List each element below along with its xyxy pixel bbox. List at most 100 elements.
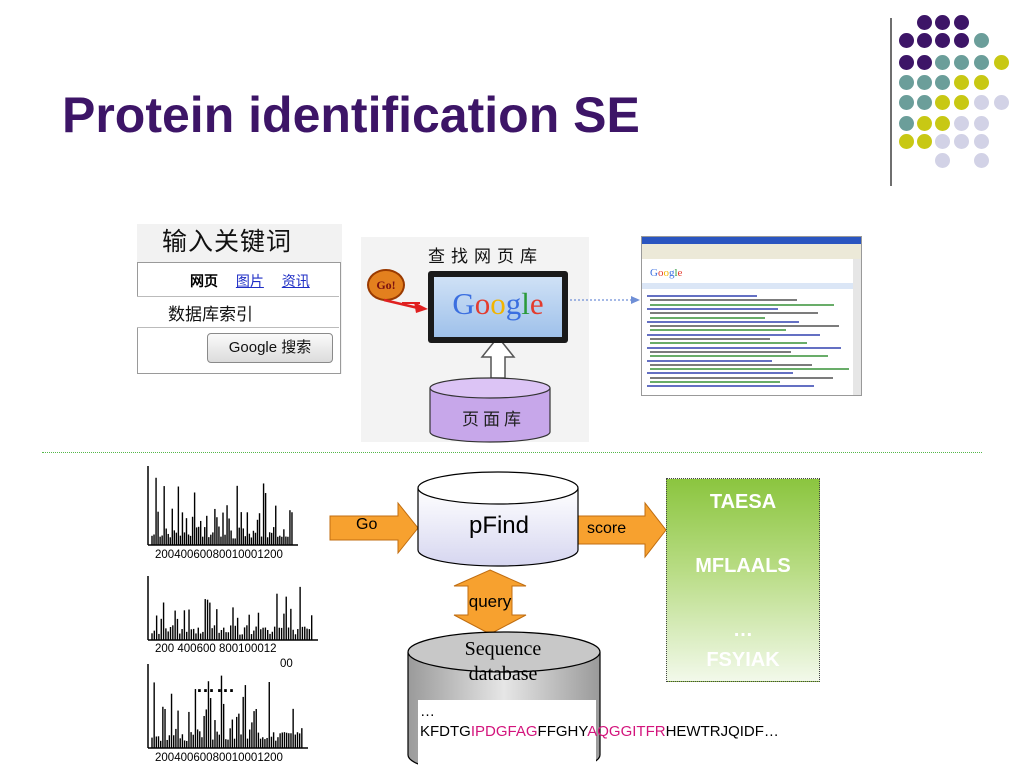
results-scrollbar: [853, 259, 861, 395]
decorative-dot: [954, 95, 969, 110]
slide-title: Protein identification SE: [62, 87, 640, 143]
result-line: [650, 325, 839, 328]
result-line: [650, 368, 849, 371]
decorative-dot: [954, 15, 969, 30]
sequence-database-label-line2: database: [468, 663, 538, 685]
tick-label: 400: [177, 643, 197, 655]
decorative-dot: [974, 153, 989, 168]
engine-caption: 查找网页库: [428, 247, 543, 267]
decorative-dot: [974, 116, 989, 131]
tick-label: 800: [212, 752, 232, 764]
decorative-dot: [917, 95, 932, 110]
sequence-segment: …KFDTG: [420, 703, 471, 740]
protein-sequence-text: …KFDTGIPDGFAGFFGHYAQGGITFRHEWTRJQIDF…: [420, 702, 779, 742]
logo-letter: G: [650, 267, 658, 279]
pfind-cylinder: [417, 488, 579, 567]
results-window-toolbar: [642, 244, 861, 259]
sequence-segment: IPDGFA: [470, 723, 526, 740]
logo-letter: o: [474, 286, 491, 321]
logo-letter: g: [505, 286, 522, 321]
decorative-dot: [974, 55, 989, 70]
tick-label: 200: [155, 752, 175, 764]
tab-news[interactable]: 资讯: [281, 273, 310, 289]
tab-web[interactable]: 网页: [190, 273, 218, 289]
decorative-dot: [974, 95, 989, 110]
sequence-database-label-line1: Sequence: [464, 638, 542, 660]
result-line: [647, 295, 757, 297]
peptide-item: MFLAALS: [695, 555, 791, 577]
sequence-database-label: Sequence database: [412, 637, 594, 687]
search-input-value: 数据库索引: [168, 305, 253, 324]
spectrum-1-axis: 20040060080010001200: [155, 549, 283, 561]
tick-label: 1000: [231, 752, 258, 764]
result-line: [650, 350, 791, 353]
result-line: [647, 372, 793, 375]
decorative-dot: [899, 55, 914, 70]
logo-letter: l: [674, 267, 678, 279]
result-line: [647, 320, 799, 323]
pfind-engine-label: pFind: [468, 512, 530, 539]
tick-label: 1200: [257, 549, 283, 561]
decorative-dot: [974, 134, 989, 149]
results-info-bar: [642, 283, 861, 289]
go-arrow-label: Go: [356, 516, 378, 533]
page-db-cylinder-top: [429, 377, 551, 399]
tab-images[interactable]: 图片: [235, 273, 264, 289]
red-arrow-head: [414, 302, 428, 313]
decorative-dot: [974, 75, 989, 90]
tick-label: 800: [218, 643, 239, 655]
section-separator: [42, 452, 982, 453]
tick-label: 1000: [231, 549, 258, 561]
decorative-dot: [954, 75, 969, 90]
vertical-divider: [890, 18, 892, 186]
page-db-cylinder: [429, 388, 551, 443]
decorative-dot: [935, 15, 950, 30]
decorative-dot: [917, 134, 932, 149]
decorative-dot: [917, 15, 932, 30]
sequence-segment: AQGGITF: [587, 723, 655, 740]
search-caption: 输入关键词: [162, 227, 293, 256]
decorative-dot: [899, 116, 914, 131]
tick-label: 1000: [238, 643, 264, 655]
tick-label: 600: [193, 549, 213, 561]
query-arrow-label: query: [468, 592, 512, 611]
result-line: [650, 338, 770, 340]
decorative-dot: [994, 55, 1009, 70]
tick-label: 1200: [257, 752, 283, 764]
result-line: [647, 385, 814, 388]
logo-letter: g: [668, 267, 675, 279]
tick-label: 600: [193, 752, 213, 764]
result-line: [650, 312, 818, 315]
decorative-dot: [954, 116, 969, 131]
logo-letter: o: [663, 267, 669, 279]
score-arrow: [577, 501, 667, 559]
more-spectra-ellipsis: ……: [196, 676, 236, 697]
decorative-dot: [935, 33, 950, 48]
result-line: [650, 299, 797, 302]
sequence-text-background: [418, 700, 596, 768]
result-line: [647, 346, 841, 349]
result-line: [650, 381, 780, 383]
google-search-button[interactable]: Google 搜索: [207, 333, 333, 363]
logo-letter: e: [529, 286, 544, 321]
results-google-logo: Google: [650, 267, 682, 279]
decorative-dot: [935, 134, 950, 149]
decorative-dot: [935, 75, 950, 90]
result-line: [650, 376, 833, 379]
search-input[interactable]: [137, 296, 339, 328]
decorative-dot: [917, 75, 932, 90]
decorative-dot: [935, 55, 950, 70]
decorative-dot: [899, 33, 914, 48]
pfind-cylinder-top: [417, 471, 579, 505]
result-line: [650, 303, 834, 306]
decorative-dot: [954, 134, 969, 149]
blue-arrow-head: [631, 296, 640, 304]
decorative-dot: [954, 55, 969, 70]
tick-label: 12: [263, 643, 277, 655]
search-tabs: 网页 图片 资讯: [190, 271, 324, 291]
decorative-dot: [935, 116, 950, 131]
google-logo: Google: [436, 286, 560, 322]
sequence-segment: R: [654, 723, 666, 740]
red-arrow-shaft: [383, 298, 419, 310]
